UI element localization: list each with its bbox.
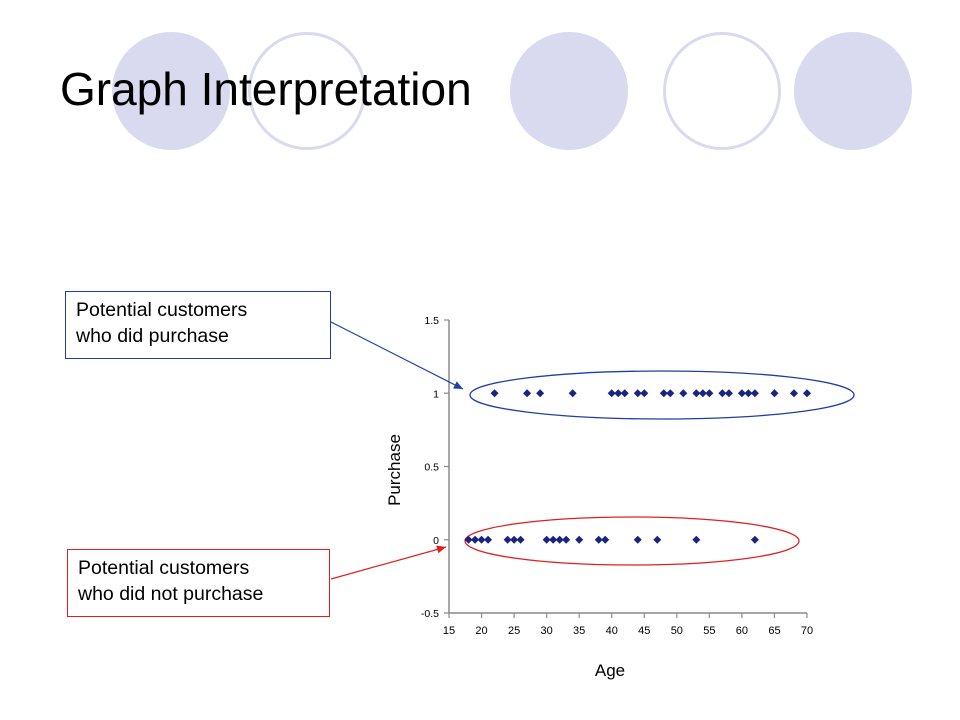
y-tick-label-1: 0 (433, 535, 439, 547)
purchased-group-ellipse (469, 370, 855, 420)
data-point (640, 389, 649, 398)
not-purchased-group-ellipse (464, 516, 800, 566)
y-axis-label: Purchase (385, 434, 404, 506)
data-point (562, 535, 571, 544)
data-point (705, 389, 714, 398)
callout-not-purchased: Potential customers who did not purchase (67, 549, 330, 617)
x-tick-label-2: 25 (508, 625, 520, 637)
data-point (503, 535, 512, 544)
x-tick-label-9: 60 (736, 625, 748, 637)
data-point (692, 389, 701, 398)
data-point (803, 389, 811, 398)
x-tick-label-11: 70 (801, 625, 813, 637)
purchased-arrow-head (453, 381, 463, 389)
data-point (614, 389, 623, 398)
x-axis-label: Age (595, 661, 625, 680)
callout-not-purchased-line-1: Potential customers (78, 557, 250, 579)
x-tick-label-8: 55 (703, 625, 715, 637)
data-point (464, 535, 473, 544)
data-point (549, 535, 558, 544)
data-point (510, 535, 519, 544)
decor-circle-3 (510, 32, 628, 150)
callout-purchased: Potential customers who did purchase (65, 291, 331, 359)
x-tick-label-5: 40 (606, 625, 618, 637)
data-point (490, 389, 499, 398)
x-tick-label-7: 50 (671, 625, 683, 637)
y-tick-label-4: 1.5 (424, 315, 439, 327)
data-point (477, 535, 486, 544)
decor-circle-5 (794, 32, 912, 150)
y-tick-label-3: 1 (433, 388, 439, 400)
y-tick-label-0: -0.5 (421, 608, 439, 620)
not-purchased-arrow-head (436, 545, 446, 554)
x-tick-label-10: 65 (768, 625, 780, 637)
data-point (542, 535, 551, 544)
callout-purchased-line-1: Potential customers (76, 299, 248, 321)
x-tick-label-0: 15 (443, 625, 455, 637)
callout-purchased-line-2: who did purchase (76, 325, 229, 347)
data-point (659, 389, 668, 398)
data-point (744, 389, 753, 398)
data-point (770, 389, 779, 398)
data-point (601, 535, 610, 544)
data-point (471, 535, 480, 544)
data-point (692, 535, 701, 544)
purchased-arrow (330, 321, 464, 390)
decor-circle-1 (112, 32, 230, 150)
y-tick-label-2: 0.5 (424, 462, 439, 474)
data-point (750, 535, 759, 544)
data-point (536, 389, 545, 398)
data-point (737, 389, 746, 398)
data-point (516, 535, 525, 544)
data-point (633, 389, 642, 398)
data-point (789, 389, 798, 398)
data-point (750, 389, 759, 398)
data-point (653, 535, 662, 544)
x-tick-label-3: 30 (541, 625, 553, 637)
data-point (575, 535, 584, 544)
data-point (679, 389, 688, 398)
data-point (718, 389, 727, 398)
x-tick-label-4: 35 (573, 625, 585, 637)
decor-circle-2 (248, 32, 366, 150)
x-tick-label-6: 45 (638, 625, 650, 637)
data-point (568, 389, 577, 398)
x-tick-label-1: 20 (475, 625, 487, 637)
callout-not-purchased-line-2: who did not purchase (78, 583, 264, 605)
data-point (594, 535, 603, 544)
decor-circle-4 (663, 32, 781, 150)
data-point (555, 535, 564, 544)
data-point (698, 389, 707, 398)
data-point (607, 389, 616, 398)
data-point (724, 389, 733, 398)
data-point (620, 389, 629, 398)
not-purchased-arrow (330, 546, 447, 580)
data-point (523, 389, 532, 398)
data-point (666, 389, 675, 398)
data-point (633, 535, 642, 544)
data-point (484, 535, 493, 544)
slide-title: Graph Interpretation (60, 63, 472, 115)
